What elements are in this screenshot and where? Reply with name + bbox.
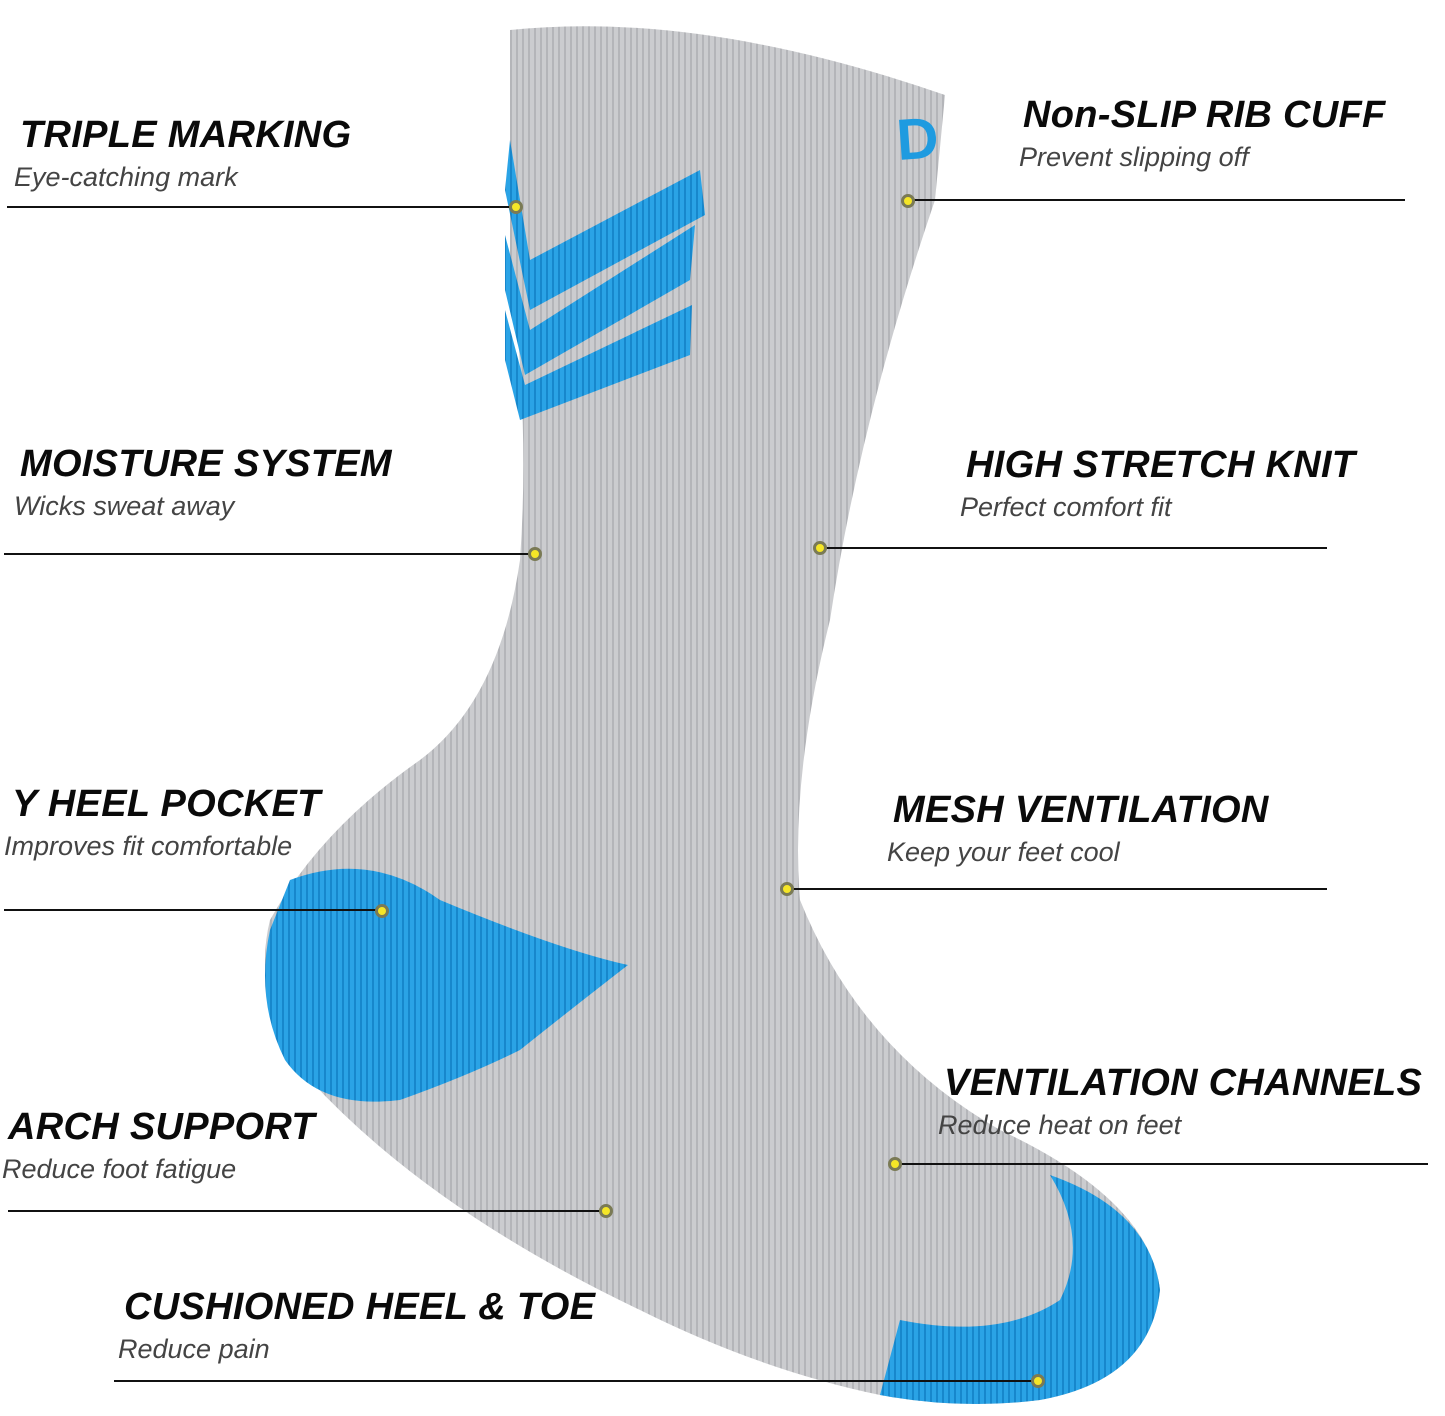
leader-line xyxy=(787,888,1327,890)
callout-subtitle: Wicks sweat away xyxy=(14,491,235,521)
callout-mesh-ventilation: MESH VENTILATION Keep your feet cool xyxy=(887,789,1269,866)
callout-title: MOISTURE SYSTEM xyxy=(20,443,392,485)
callout-title: VENTILATION CHANNELS xyxy=(944,1062,1423,1104)
sock-body xyxy=(265,26,1160,1405)
callout-title: MESH VENTILATION xyxy=(893,789,1269,831)
marker-dot xyxy=(375,904,389,918)
leader-line xyxy=(4,553,535,555)
callout-subtitle: Improves fit comfortable xyxy=(4,831,293,861)
callout-title: CUSHIONED HEEL & TOE xyxy=(124,1286,596,1328)
marker-dot xyxy=(599,1204,613,1218)
callout-subtitle: Prevent slipping off xyxy=(1019,142,1249,172)
callout-title: Non-SLIP RIB CUFF xyxy=(1023,94,1386,136)
marker-dot xyxy=(901,194,915,208)
marker-dot xyxy=(509,200,523,214)
heel-patch xyxy=(265,868,628,1102)
marker-dot xyxy=(1031,1374,1045,1388)
callout-title: Y HEEL POCKET xyxy=(12,783,321,825)
chevron-mark-2 xyxy=(505,225,695,375)
callout-moisture-system: MOISTURE SYSTEM Wicks sweat away xyxy=(14,443,392,520)
leader-line xyxy=(908,199,1405,201)
callout-subtitle: Reduce pain xyxy=(118,1334,270,1364)
leader-line xyxy=(895,1163,1428,1165)
callout-triple-marking: TRIPLE MARKING Eye-catching mark xyxy=(14,114,352,191)
callout-high-stretch-knit: HIGH STRETCH KNIT Perfect comfort fit xyxy=(960,444,1356,521)
callout-title: HIGH STRETCH KNIT xyxy=(966,444,1356,486)
callout-subtitle: Keep your feet cool xyxy=(887,837,1120,867)
callout-y-heel-pocket: Y HEEL POCKET Improves fit comfortable xyxy=(4,783,321,860)
callout-subtitle: Reduce foot fatigue xyxy=(2,1154,237,1184)
marker-dot xyxy=(813,541,827,555)
callout-cushioned-heel-toe: CUSHIONED HEEL & TOE Reduce pain xyxy=(118,1286,596,1363)
callout-title: TRIPLE MARKING xyxy=(20,114,352,156)
callout-subtitle: Reduce heat on feet xyxy=(938,1110,1182,1140)
leader-line xyxy=(8,1210,606,1212)
toe-patch xyxy=(880,1175,1160,1404)
callout-ventilation-channels: VENTILATION CHANNELS Reduce heat on feet xyxy=(938,1062,1423,1139)
leader-line xyxy=(820,547,1327,549)
leader-line xyxy=(7,206,515,208)
callout-arch-support: ARCH SUPPORT Reduce foot fatigue xyxy=(2,1106,315,1183)
callout-non-slip-rib-cuff: Non-SLIP RIB CUFF Prevent slipping off xyxy=(1019,94,1386,171)
callout-title: ARCH SUPPORT xyxy=(8,1106,315,1148)
chevron-mark-3 xyxy=(505,305,692,420)
callout-subtitle: Perfect comfort fit xyxy=(960,492,1172,522)
brand-logo: D xyxy=(894,105,940,173)
callout-subtitle: Eye-catching mark xyxy=(14,162,238,192)
leader-line xyxy=(4,909,382,911)
marker-dot xyxy=(528,547,542,561)
leader-line xyxy=(114,1380,1038,1382)
marker-dot xyxy=(780,882,794,896)
chevron-mark-1 xyxy=(505,140,705,310)
marker-dot xyxy=(888,1157,902,1171)
